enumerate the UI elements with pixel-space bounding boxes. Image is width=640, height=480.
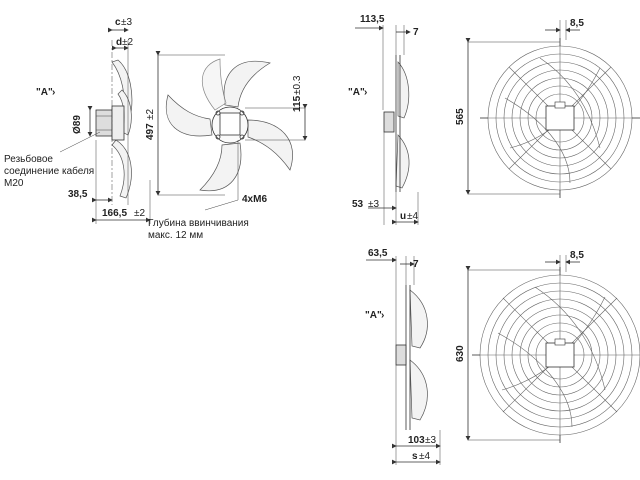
guard-630-dim-height: 630 — [455, 345, 466, 362]
view-a-arrow-icon: › — [381, 310, 384, 321]
view-a-arrow-icon: › — [364, 87, 367, 98]
cable-note-line1: Резьбовое — [4, 153, 53, 165]
dim-d: d — [116, 37, 122, 48]
fan-side-view — [59, 27, 151, 224]
guard-565-dim-u-tol: ±4 — [407, 211, 418, 222]
guard-630-side-view — [366, 256, 441, 465]
guard-630-dim-gap: 7 — [413, 259, 419, 270]
guard-565-side-view — [355, 25, 419, 225]
guard-630-dim-mount: 8,5 — [570, 250, 584, 261]
guard-630-dim-s-tol: ±4 — [419, 451, 430, 462]
depth-note-line1: Глубина ввинчивания — [148, 217, 249, 229]
view-a-label: "A" — [36, 87, 53, 98]
guard-630-dim-s: s — [412, 451, 418, 462]
dim-c-tol: ±3 — [121, 17, 132, 28]
fan-front-view — [155, 51, 308, 211]
guard-565-dim-top: 113,5 — [360, 14, 385, 25]
dim-height: 497 — [145, 123, 156, 140]
dim-depth: 166,5 — [102, 208, 127, 219]
cable-note-line3: M20 — [4, 178, 24, 189]
dim-left: 38,5 — [68, 189, 88, 200]
guard-565-dim-bottom-tol: ±3 — [368, 199, 379, 210]
guard-565-dim-gap: 7 — [413, 27, 419, 38]
view-a-arrow-icon: › — [52, 87, 55, 98]
view-a-label: "A" — [348, 87, 365, 98]
dim-depth-tol: ±2 — [134, 208, 145, 219]
bolts-label: 4xM6 — [242, 194, 267, 205]
view-a-label: "A" — [365, 310, 382, 321]
guard-565-dim-height: 565 — [455, 108, 466, 125]
guard-565-dim-bottom: 53 — [352, 199, 364, 210]
guard-630-dim-top: 63,5 — [368, 248, 388, 259]
dim-d-tol: ±2 — [122, 37, 133, 48]
dim-hub-tol: ±0.3 — [292, 75, 303, 95]
guard-565-front-view — [465, 20, 640, 198]
dim-diameter: Ø89 — [72, 115, 83, 134]
guard-565-dim-u: u — [400, 211, 406, 222]
guard-630-dim-bottom: 103 — [408, 435, 425, 446]
cable-note-line2: соединение кабеля — [4, 165, 94, 177]
guard-565-dim-mount: 8,5 — [570, 18, 584, 29]
depth-note-line2: макс. 12 мм — [148, 230, 203, 241]
dim-c: c — [115, 17, 121, 28]
guard-630-dim-bottom-tol: ±3 — [425, 435, 436, 446]
dim-height-tol: ±2 — [145, 109, 156, 120]
guard-630-front-view — [465, 255, 640, 443]
dim-hub: 115 — [292, 95, 303, 112]
